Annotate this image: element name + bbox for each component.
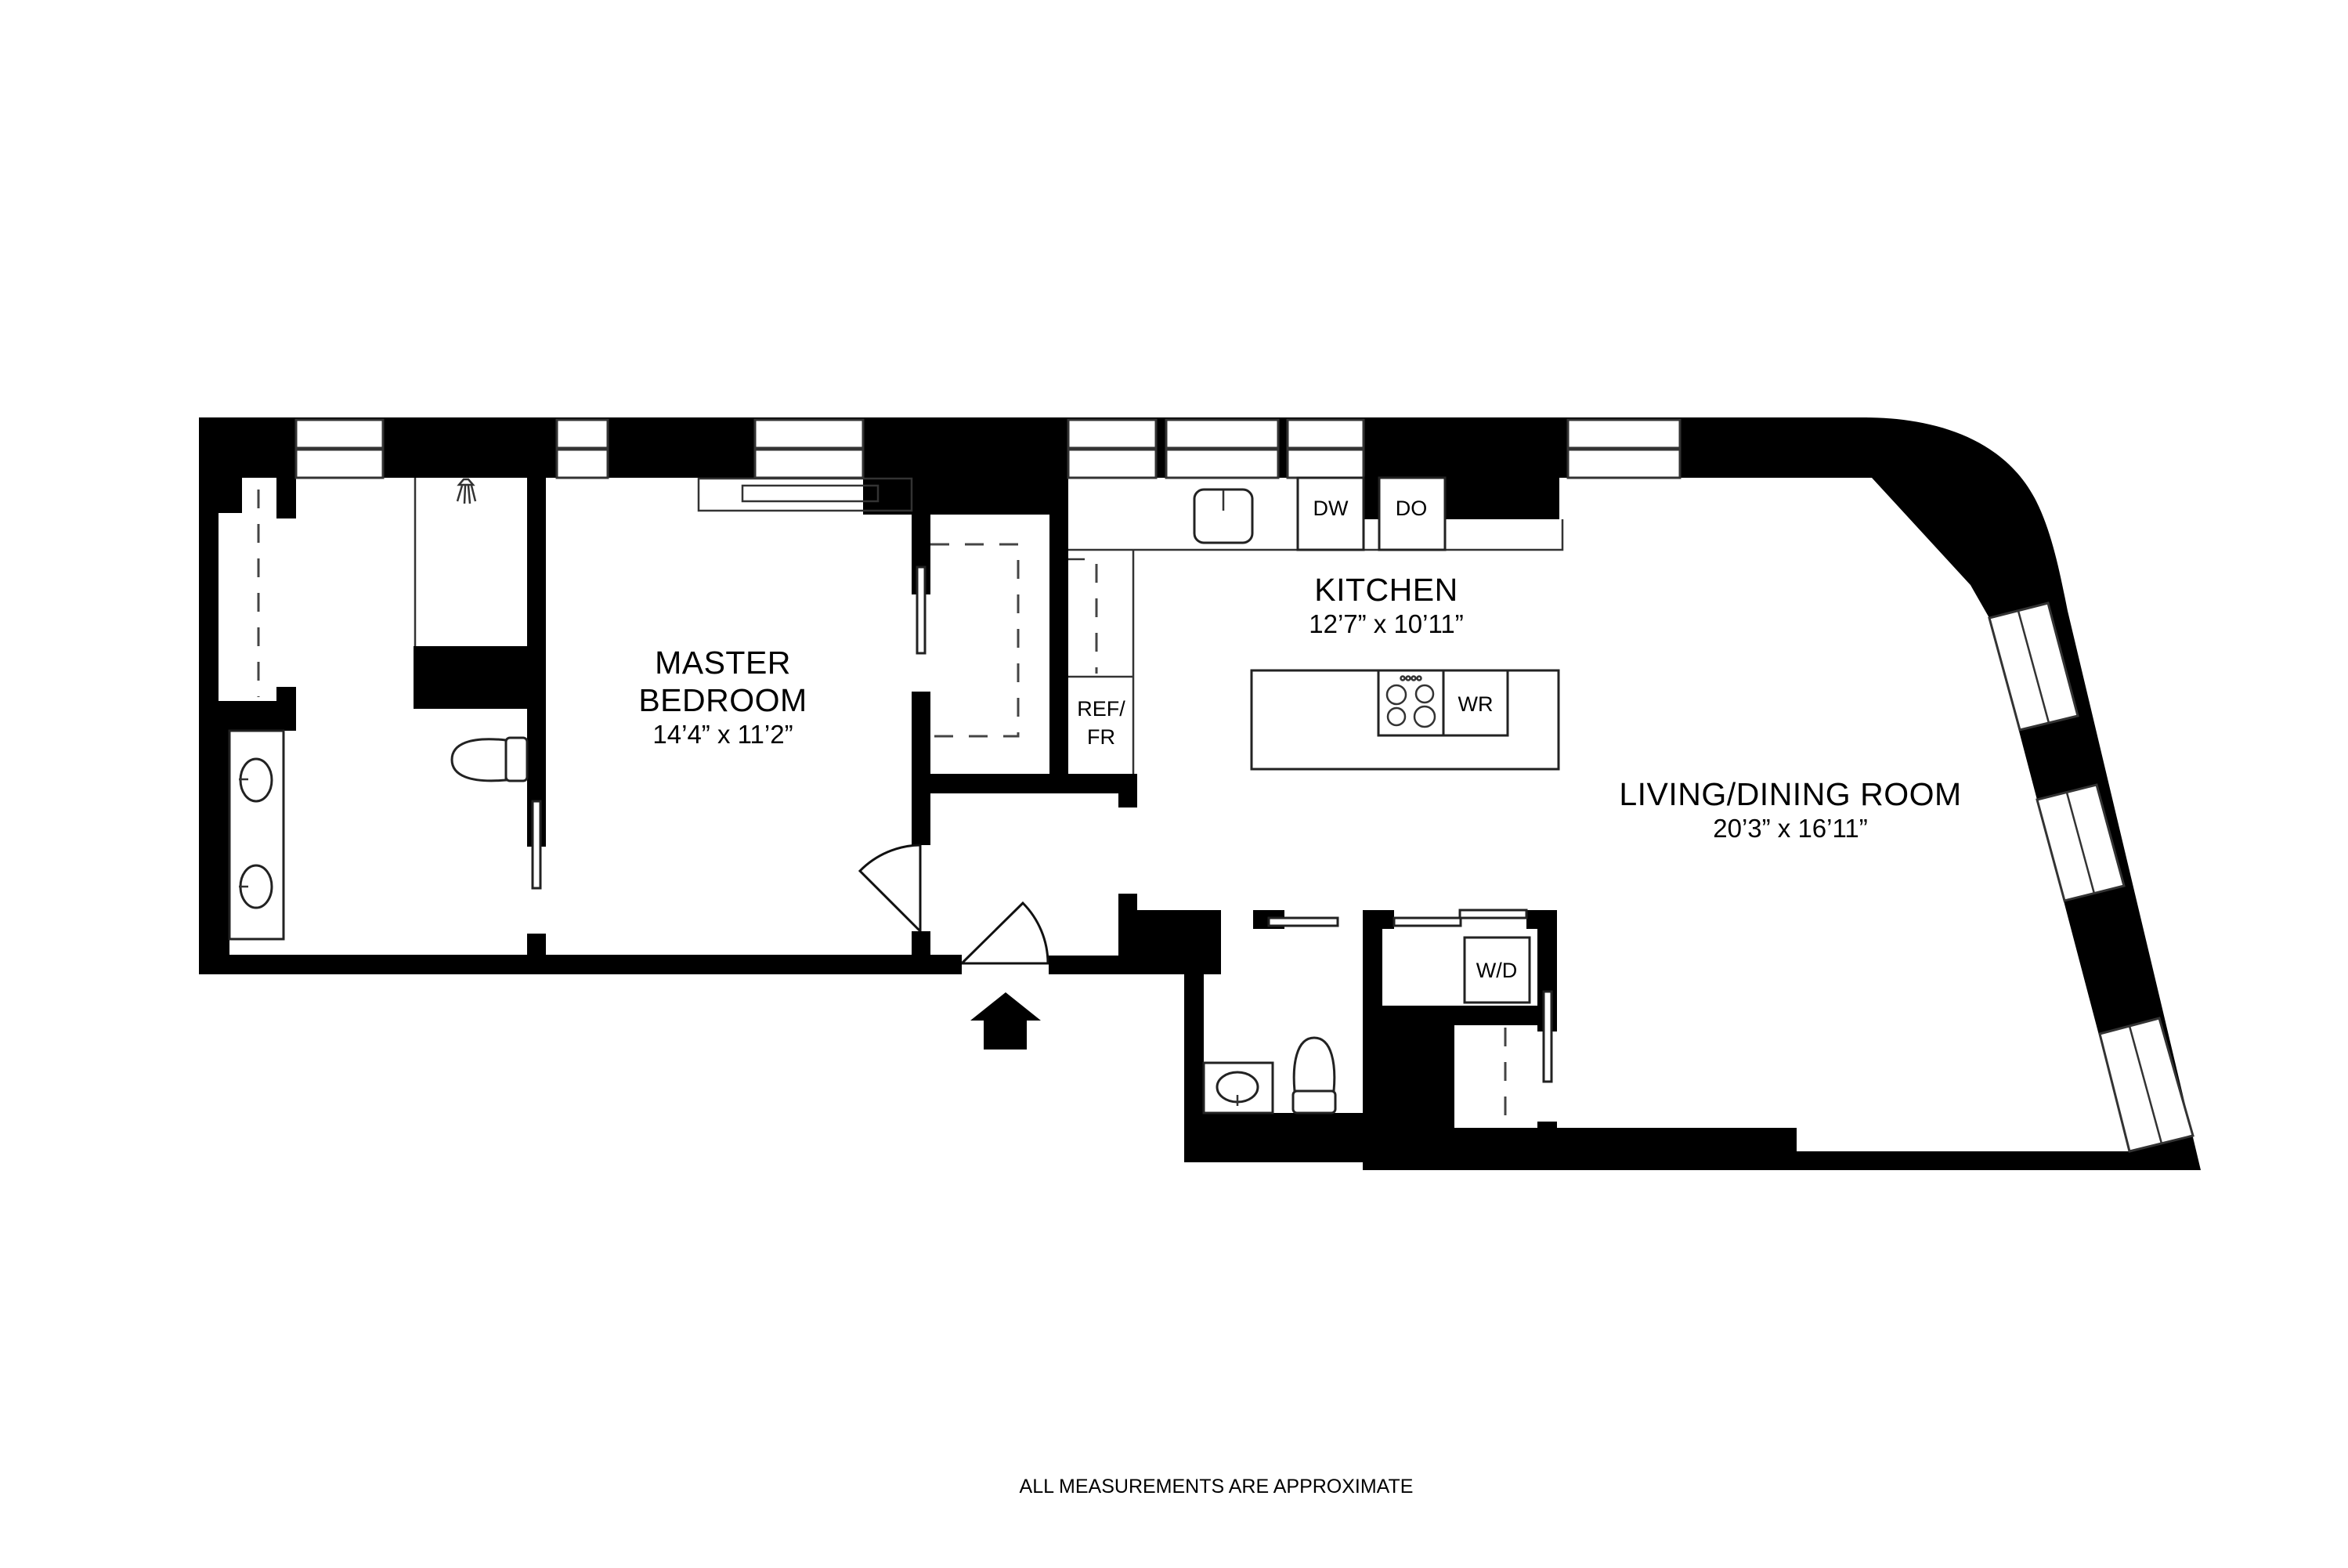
sliding-door [1267, 916, 1339, 927]
room-label-master-bedroom: MASTER BEDROOM 14’4” x 11’2” [638, 644, 807, 750]
bedroom-door[interactable] [858, 844, 922, 933]
window [2098, 1017, 2194, 1153]
window [2036, 783, 2126, 902]
laundry [1393, 909, 1553, 1128]
room-name: KITCHEN [1314, 572, 1458, 608]
room-label-living-dining: LIVING/DINING ROOM 20’3” x 16’11” [1619, 775, 1961, 844]
master-bath [228, 478, 542, 941]
room-name: BEDROOM [638, 682, 807, 718]
appliance-label-ref: REF/ FR [1077, 697, 1125, 749]
room-name: MASTER [655, 645, 791, 681]
sliding-door [916, 565, 927, 655]
appliance-label-wr: WR [1458, 692, 1494, 716]
entry-door[interactable] [960, 901, 1049, 965]
appliance-label-wd: W/D [1476, 959, 1518, 982]
room-label-kitchen: KITCHEN 12’7” x 10’11” [1309, 571, 1464, 640]
sliding-door [1458, 909, 1528, 919]
window [1165, 418, 1280, 479]
window [1286, 418, 1365, 479]
entry-arrow-icon [970, 992, 1041, 1050]
double-oven [1378, 476, 1447, 551]
cooktop-icon [1377, 669, 1445, 737]
room-dimensions: 12’7” x 10’11” [1309, 609, 1464, 638]
room-name: LIVING/DINING ROOM [1619, 776, 1962, 812]
wine-refrigerator [1442, 669, 1509, 737]
window [555, 418, 609, 479]
master-bedroom-fixtures [697, 477, 1020, 933]
sliding-door [1542, 990, 1553, 1083]
window [1067, 418, 1158, 479]
dishwasher [1296, 476, 1365, 551]
kitchen-fixtures [1068, 476, 1564, 774]
windows [294, 418, 2194, 1153]
window [294, 418, 385, 479]
disclaimer-text: ALL MEASUREMENTS ARE APPROXIMATE [1019, 1476, 1414, 1498]
shower-head-icon [456, 478, 477, 504]
sliding-door [1393, 916, 1462, 927]
appliance-label-dw: DW [1313, 497, 1349, 520]
powder-room [1202, 916, 1339, 1115]
window [1988, 602, 2079, 732]
washer-dryer [1463, 936, 1531, 1004]
window [1566, 418, 1682, 479]
room-dimensions: 14’4” x 11’2” [652, 720, 793, 749]
appliance-label-do: DO [1395, 497, 1428, 520]
appliance-label-ref-line1: REF/ [1077, 697, 1125, 721]
toilet-icon [1291, 1036, 1337, 1115]
sliding-door [531, 800, 542, 890]
entry [960, 901, 1049, 1050]
appliance-label-ref-line2: FR [1086, 725, 1115, 749]
window [753, 418, 865, 479]
toilet-icon [450, 736, 529, 782]
room-dimensions: 20’3” x 16’11” [1713, 814, 1868, 843]
kitchen-sink-icon [1193, 488, 1254, 544]
